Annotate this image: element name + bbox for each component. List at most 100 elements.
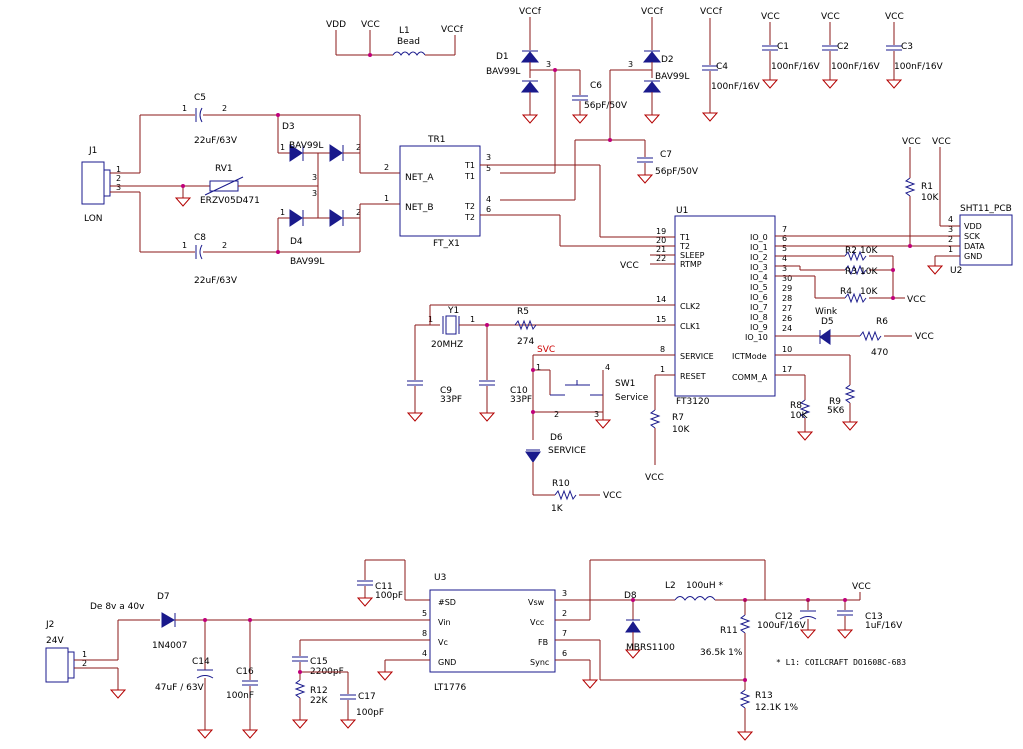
vcc-label: VCC [361, 20, 380, 30]
svg-text:VCC: VCC [821, 12, 840, 22]
svg-text:3: 3 [782, 264, 787, 273]
svg-text:28: 28 [782, 294, 792, 303]
psu-section: J2 24V 12 De 8v a 40v D7 1N4007 C14 47uF… [45, 559, 906, 741]
bead-section: VDD VCC VCCf L1 Bead [326, 20, 464, 57]
protection-diodes: VCCf VCCf 3 D1 BAV99L 3 D2 BAV99L C6 56p… [486, 7, 699, 201]
r11-value: 36.5k 1% [700, 648, 743, 658]
bead-ref: L1 [399, 26, 410, 36]
c6-value: 56pF/50V [584, 101, 628, 111]
svg-text:4: 4 [605, 363, 610, 372]
c4-ref: C4 [716, 62, 728, 72]
u1-pin-reset: RESET [680, 372, 706, 381]
l2-inductor [674, 596, 716, 601]
r9-value: 5K6 [827, 406, 845, 416]
svg-text:8: 8 [422, 629, 427, 638]
svg-text:2: 2 [384, 163, 389, 172]
svg-text:GND: GND [964, 252, 982, 261]
c7-value: 56pF/50V [655, 167, 699, 177]
svg-text:1: 1 [280, 143, 285, 152]
d4-ref: D4 [290, 237, 303, 247]
u1-ref: U1 [676, 206, 688, 216]
wink-section: Wink D5 VCC R6 470 R8 10K R9 5K6 [790, 307, 934, 441]
svg-text:2: 2 [356, 208, 361, 217]
svg-text:2: 2 [356, 143, 361, 152]
c12-value: 100uF/16V [757, 621, 807, 631]
vdd-label: VDD [326, 20, 346, 30]
c14-ref: C14 [192, 657, 210, 667]
r11-ref: R11 [720, 626, 738, 636]
u1-pin-io4: IO_4 [750, 273, 768, 282]
u1-pin-io5: IO_5 [750, 283, 768, 292]
j2-ref: J2 [45, 620, 54, 630]
svg-text:VCC: VCC [852, 582, 871, 592]
svg-text:3: 3 [948, 225, 953, 234]
u3-value: LT1776 [434, 683, 466, 693]
svg-text:5: 5 [782, 244, 787, 253]
c16-ref: C16 [236, 667, 254, 677]
r2-value: 10K [860, 246, 878, 256]
r8-value: 10K [790, 411, 808, 421]
svg-text:FB: FB [538, 638, 548, 647]
svg-text:26: 26 [782, 314, 792, 323]
u1-pin-clk1: CLK1 [680, 322, 700, 331]
psu-footnote: * L1: COILCRAFT DO1608C-683 [776, 658, 906, 667]
svg-text:Vcc: Vcc [530, 618, 544, 627]
r12-ref: R12 [310, 686, 328, 696]
svg-text:7: 7 [782, 225, 787, 234]
svg-text:6: 6 [486, 205, 491, 214]
c13-value: 1uF/16V [865, 621, 903, 631]
j1-ref: J1 [88, 146, 97, 156]
u3-box [429, 589, 556, 673]
svg-text:GND: GND [438, 658, 456, 667]
sw1-value: Service [615, 393, 649, 403]
rv1-value: ERZV05D471 [200, 196, 260, 206]
svg-text:VCC: VCC [761, 12, 780, 22]
svg-text:27: 27 [782, 304, 792, 313]
svg-text:VCC: VCC [645, 473, 664, 483]
r13-ref: R13 [755, 691, 773, 701]
svg-text:VCCf: VCCf [519, 7, 542, 17]
svg-text:15: 15 [656, 315, 666, 324]
svg-text:5: 5 [486, 164, 491, 173]
u1-pin-ictmode: ICTMode [732, 352, 767, 361]
l2-ref: L2 [665, 581, 676, 591]
svg-text:3: 3 [594, 410, 599, 419]
svg-text:5: 5 [422, 609, 427, 618]
y1-value: 20MHZ [431, 340, 463, 350]
svg-text:24: 24 [782, 324, 792, 333]
svg-text:14: 14 [656, 295, 666, 304]
svg-text:6: 6 [782, 234, 787, 243]
u1-value: FT3120 [676, 397, 710, 407]
r8-ref: R8 [790, 401, 802, 411]
r7-value: 10K [672, 425, 690, 435]
svg-text:#SD: #SD [438, 598, 456, 607]
sensor-section: SHT11_PCB U2 VDD SCK DATA GND 4 3 2 1 VC… [799, 137, 1013, 305]
svg-text:3: 3 [562, 589, 567, 598]
svg-text:1: 1 [660, 365, 665, 374]
svg-text:Vc: Vc [438, 638, 448, 647]
d6-ref: D6 [550, 433, 563, 443]
svg-text:1: 1 [948, 245, 953, 254]
svg-text:2: 2 [222, 241, 227, 250]
svg-text:2: 2 [82, 659, 87, 668]
rv1-ref: RV1 [215, 164, 233, 174]
svg-text:17: 17 [782, 365, 792, 374]
r3-ref: R3 [845, 267, 857, 277]
svg-text:1: 1 [182, 104, 187, 113]
r4-value: 10K [860, 287, 878, 297]
c8-ref: C8 [194, 233, 206, 243]
wink-label: Wink [815, 307, 838, 317]
svg-text:T1: T1 [464, 172, 475, 181]
svg-text:Vsw: Vsw [528, 598, 545, 607]
svg-text:1: 1 [82, 650, 87, 659]
c8-value: 22uF/63V [194, 276, 238, 286]
c10-value: 33PF [510, 395, 532, 405]
svg-text:Sync: Sync [530, 658, 549, 667]
u1-pin-io1: IO_1 [750, 243, 768, 252]
d4-value: BAV99L [290, 257, 324, 267]
svg-text:T1: T1 [464, 161, 475, 170]
r2-ref: R2 [845, 246, 857, 256]
u1-pin-comma: COMM_A [732, 373, 768, 382]
u1-pin-io7: IO_7 [750, 303, 768, 312]
